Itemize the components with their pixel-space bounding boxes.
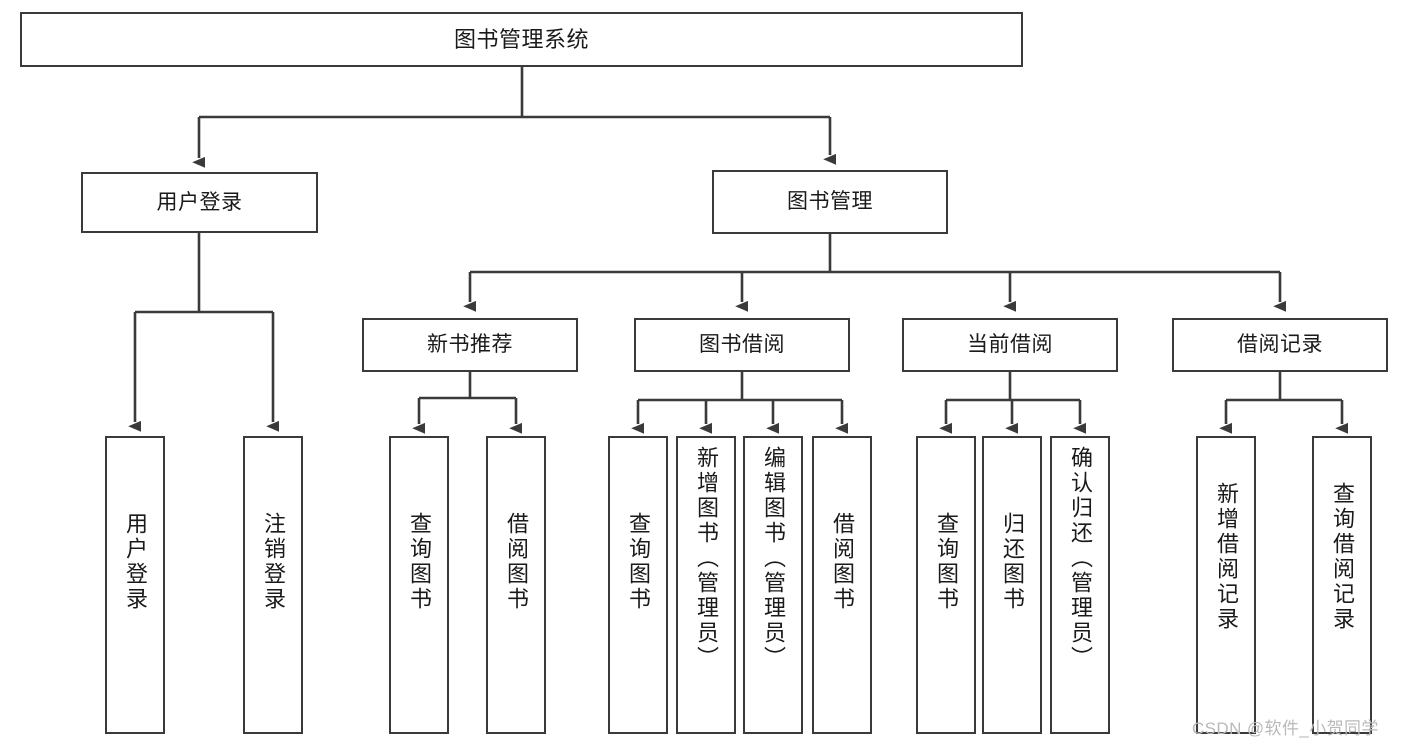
leaf-user-login-login[interactable]: 用户登录 <box>105 436 165 734</box>
node-current-borrow[interactable]: 当前借阅 <box>902 318 1118 372</box>
node-label: 确认归还（管理员） <box>1068 446 1093 671</box>
node-label: 图书管理 <box>787 190 873 214</box>
node-label: 新增图书（管理员） <box>694 446 719 671</box>
node-label: 注销登录 <box>261 512 286 612</box>
node-root-system[interactable]: 图书管理系统 <box>20 12 1023 67</box>
leaf-borrow-add-book-admin[interactable]: 新增图书（管理员） <box>676 436 736 734</box>
csdn-watermark: CSDN @软件_小贺同学 <box>1192 719 1379 738</box>
node-label: 查询图书 <box>407 512 432 612</box>
node-label: 用户登录 <box>156 190 243 214</box>
node-label: 图书管理系统 <box>453 26 589 52</box>
node-label: 图书借阅 <box>699 333 785 357</box>
leaf-borrow-edit-book-admin[interactable]: 编辑图书（管理员） <box>743 436 803 734</box>
leaf-borrow-borrow-book[interactable]: 借阅图书 <box>812 436 872 734</box>
node-book-borrow[interactable]: 图书借阅 <box>634 318 850 372</box>
leaf-record-add-record[interactable]: 新增借阅记录 <box>1196 436 1256 734</box>
node-label: 当前借阅 <box>967 333 1053 357</box>
node-label: 新增借阅记录 <box>1214 482 1239 632</box>
leaf-current-return-book[interactable]: 归还图书 <box>982 436 1042 734</box>
node-book-management[interactable]: 图书管理 <box>712 170 948 234</box>
leaf-new-book-borrow-book[interactable]: 借阅图书 <box>486 436 546 734</box>
node-label: 查询图书 <box>626 512 651 612</box>
node-label: 借阅图书 <box>830 512 855 612</box>
node-borrow-record[interactable]: 借阅记录 <box>1172 318 1388 372</box>
node-label: 借阅图书 <box>504 512 529 612</box>
leaf-current-query-book[interactable]: 查询图书 <box>916 436 976 734</box>
node-user-login[interactable]: 用户登录 <box>81 172 318 233</box>
node-label: 用户登录 <box>123 512 148 612</box>
node-label: 编辑图书（管理员） <box>761 446 786 671</box>
leaf-borrow-query-book[interactable]: 查询图书 <box>608 436 668 734</box>
leaf-new-book-query-book[interactable]: 查询图书 <box>389 436 449 734</box>
node-label: 新书推荐 <box>427 333 513 357</box>
leaf-current-confirm-return-admin[interactable]: 确认归还（管理员） <box>1050 436 1110 734</box>
node-label: 借阅记录 <box>1237 333 1323 357</box>
node-label: 归还图书 <box>1000 512 1025 612</box>
leaf-record-query-record[interactable]: 查询借阅记录 <box>1312 436 1372 734</box>
node-label: 查询图书 <box>934 512 959 612</box>
node-label: 查询借阅记录 <box>1330 482 1355 632</box>
node-new-book-recommend[interactable]: 新书推荐 <box>362 318 578 372</box>
leaf-user-login-logout[interactable]: 注销登录 <box>243 436 303 734</box>
